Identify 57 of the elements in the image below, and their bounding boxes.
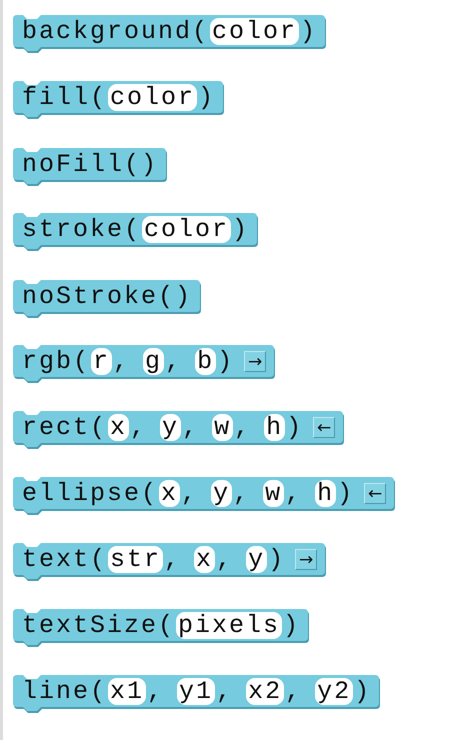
arrow-toggle-button: → bbox=[244, 350, 266, 372]
parameter-slot: x2 bbox=[246, 678, 284, 704]
code-text: ) bbox=[268, 544, 286, 574]
code-block bbox=[13, 81, 224, 119]
arrow-toggle-button: ← bbox=[313, 416, 336, 438]
code-text: noStroke() bbox=[22, 282, 192, 310]
code-text: , bbox=[181, 478, 200, 508]
code-text: , bbox=[147, 676, 166, 706]
parameter-slot: pixels bbox=[176, 612, 282, 638]
arrow-toggle-button: → bbox=[295, 548, 318, 570]
code-block bbox=[13, 609, 308, 647]
code-text: , bbox=[285, 478, 304, 508]
code-text: rgb( bbox=[22, 346, 90, 376]
code-text: noFill() bbox=[22, 150, 158, 178]
code-text: fill( bbox=[22, 82, 108, 112]
code-text: , bbox=[182, 412, 200, 442]
code-block bbox=[13, 148, 166, 186]
code-text: rect( bbox=[22, 412, 108, 442]
code-text: , bbox=[216, 676, 234, 706]
code-text: ) bbox=[337, 478, 354, 508]
code-text: ) bbox=[232, 214, 250, 244]
parameter-slot: color bbox=[108, 84, 198, 110]
code-text: ) bbox=[217, 346, 234, 376]
code-text: ) bbox=[286, 412, 304, 442]
code-block bbox=[13, 477, 394, 515]
code-text: background( bbox=[22, 16, 210, 46]
code-text: ) bbox=[283, 610, 300, 640]
code-text: , bbox=[216, 544, 234, 574]
code-text: ) bbox=[300, 16, 318, 46]
parameter-slot: str bbox=[108, 546, 164, 572]
code-text: textSize( bbox=[22, 610, 176, 640]
code-text: , bbox=[113, 346, 132, 376]
code-block bbox=[13, 543, 326, 581]
parameter-slot: y2 bbox=[315, 678, 354, 704]
code-text: text( bbox=[22, 544, 108, 574]
code-text: ellipse( bbox=[22, 478, 158, 508]
code-block bbox=[13, 345, 274, 383]
parameter-slot: x1 bbox=[108, 678, 146, 704]
code-text: , bbox=[130, 412, 148, 442]
code-text: ) bbox=[198, 82, 216, 112]
parameter-slot: color bbox=[142, 216, 232, 242]
parameter-slot: y1 bbox=[177, 678, 216, 704]
parameter-slot: color bbox=[210, 18, 300, 44]
code-block bbox=[13, 280, 200, 318]
code-text: , bbox=[233, 478, 252, 508]
code-block bbox=[13, 213, 258, 251]
code-block bbox=[13, 411, 344, 449]
code-text: , bbox=[285, 676, 304, 706]
code-block bbox=[13, 675, 380, 713]
code-text: , bbox=[165, 346, 184, 376]
code-text: , bbox=[164, 544, 182, 574]
code-text: line( bbox=[22, 676, 108, 706]
code-block bbox=[13, 15, 326, 53]
code-text: ) bbox=[354, 676, 372, 706]
code-text: , bbox=[234, 412, 252, 442]
arrow-toggle-button: ← bbox=[364, 482, 386, 504]
code-text: stroke( bbox=[22, 214, 142, 244]
